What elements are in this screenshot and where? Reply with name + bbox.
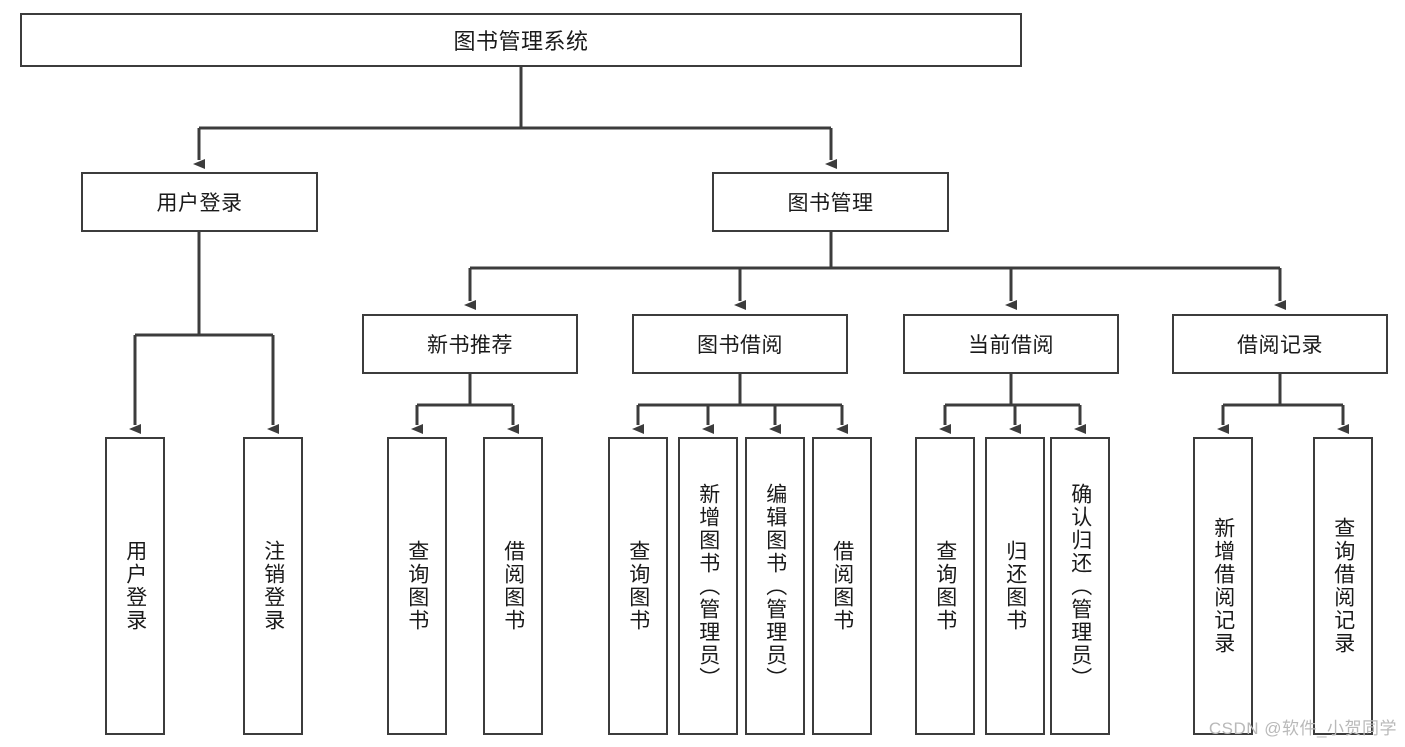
node-leaf-logout[interactable]: 注销登录: [243, 437, 303, 735]
node-new-book-rec-label: 新书推荐: [427, 334, 513, 357]
node-leaf-query-book-2-label: 查询图书: [626, 540, 650, 632]
node-leaf-return-book-label: 归还图书: [1003, 540, 1027, 632]
node-leaf-confirm-return-label: 确认归还（管理员）: [1068, 482, 1092, 690]
watermark: CSDN @软件_小贺同学: [1208, 719, 1397, 738]
node-leaf-query-book-1-label: 查询图书: [405, 540, 429, 632]
node-leaf-query-record-label: 查询借阅记录: [1331, 517, 1355, 655]
node-current-borrow[interactable]: 当前借阅: [903, 314, 1119, 374]
node-leaf-add-record[interactable]: 新增借阅记录: [1193, 437, 1253, 735]
node-title-system-label: 图书管理系统: [453, 29, 589, 54]
node-leaf-return-book[interactable]: 归还图书: [985, 437, 1045, 735]
node-leaf-user-login-label: 用户登录: [123, 540, 147, 632]
node-leaf-borrow-book-2-label: 借阅图书: [830, 540, 854, 632]
node-leaf-add-book[interactable]: 新增图书（管理员）: [678, 437, 738, 735]
node-leaf-add-book-label: 新增图书（管理员）: [696, 482, 720, 690]
node-leaf-edit-book[interactable]: 编辑图书（管理员）: [745, 437, 805, 735]
node-book-borrow[interactable]: 图书借阅: [632, 314, 848, 374]
node-leaf-confirm-return[interactable]: 确认归还（管理员）: [1050, 437, 1110, 735]
node-user-login-label: 用户登录: [156, 192, 243, 215]
node-leaf-query-book-3[interactable]: 查询图书: [915, 437, 975, 735]
node-leaf-edit-book-label: 编辑图书（管理员）: [763, 482, 787, 690]
node-leaf-user-login[interactable]: 用户登录: [105, 437, 165, 735]
node-leaf-borrow-book-2[interactable]: 借阅图书: [812, 437, 872, 735]
node-new-book-rec[interactable]: 新书推荐: [362, 314, 578, 374]
node-leaf-borrow-book-1-label: 借阅图书: [501, 540, 525, 632]
node-book-manage[interactable]: 图书管理: [712, 172, 949, 232]
node-borrow-record-label: 借阅记录: [1237, 334, 1323, 357]
node-book-borrow-label: 图书借阅: [697, 334, 783, 357]
node-title-system[interactable]: 图书管理系统: [20, 13, 1022, 67]
node-leaf-query-record[interactable]: 查询借阅记录: [1313, 437, 1373, 735]
node-leaf-query-book-2[interactable]: 查询图书: [608, 437, 668, 735]
node-user-login[interactable]: 用户登录: [81, 172, 318, 232]
node-book-manage-label: 图书管理: [787, 192, 874, 215]
node-leaf-logout-label: 注销登录: [261, 540, 285, 632]
node-leaf-add-record-label: 新增借阅记录: [1211, 517, 1235, 655]
node-leaf-borrow-book-1[interactable]: 借阅图书: [483, 437, 543, 735]
node-current-borrow-label: 当前借阅: [968, 334, 1054, 357]
node-leaf-query-book-1[interactable]: 查询图书: [387, 437, 447, 735]
node-leaf-query-book-3-label: 查询图书: [933, 540, 957, 632]
node-borrow-record[interactable]: 借阅记录: [1172, 314, 1388, 374]
